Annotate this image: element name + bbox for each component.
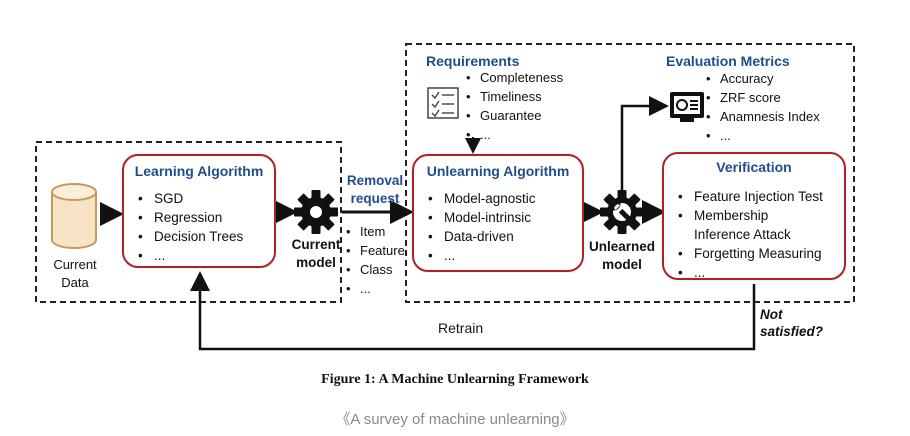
unlearning-algorithm-item: Data-driven: [426, 227, 582, 246]
left-dashed-region: [35, 141, 342, 303]
evaluation-metrics-item: ...: [706, 126, 820, 145]
unlearning-algorithm-list: Model-agnostic Model-intrinsic Data-driv…: [426, 189, 582, 265]
current-data-label: Current Data: [44, 256, 106, 292]
gear-wrench-icon: [600, 190, 644, 234]
right-dashed-region: [405, 43, 855, 303]
unlearned-model-line2: model: [602, 257, 642, 272]
unlearned-model-label: Unlearned model: [584, 238, 660, 274]
to-metrics-arrow: [620, 96, 669, 192]
unlearning-algorithm-item: ...: [426, 246, 582, 265]
removal-request-line2: request: [350, 191, 400, 206]
learning-algorithm-list: SGD Regression Decision Trees ...: [136, 189, 274, 265]
learning-algorithm-item: Decision Trees: [136, 227, 274, 246]
checklist-icon: [427, 87, 459, 119]
unlearning-algorithm-item: Model-intrinsic: [426, 208, 582, 227]
verification-list: Feature Injection Test Membership Infere…: [676, 187, 844, 282]
current-data-line2: Data: [61, 275, 89, 290]
learning-algorithm-box: Learning Algorithm SGD Regression Decisi…: [122, 154, 276, 268]
learning-algorithm-title: Learning Algorithm: [134, 163, 264, 179]
verification-title: Verification: [716, 159, 792, 175]
current-model-line2: model: [296, 255, 336, 270]
evaluation-metrics-title: Evaluation Metrics: [666, 53, 790, 69]
removal-request-label: Removal request: [344, 172, 406, 208]
retrain-label: Retrain: [438, 320, 484, 336]
unlearning-algorithm-item: Model-agnostic: [426, 189, 582, 208]
removal-request-line1: Removal: [346, 173, 404, 188]
removal-request-item: Item: [346, 222, 405, 241]
verification-item: Membership Inference Attack: [676, 206, 844, 244]
removal-request-item: Class: [346, 260, 405, 279]
evaluation-metrics-item: Accuracy: [706, 69, 820, 88]
evaluation-metrics-item: Anamnesis Index: [706, 107, 820, 126]
unlearned-model-line1: Unlearned: [588, 239, 656, 254]
metrics-dashboard-icon: [670, 92, 704, 122]
learning-algorithm-item: SGD: [136, 189, 274, 208]
figure-caption: Figure 1: A Machine Unlearning Framework: [321, 372, 589, 387]
learning-algorithm-item: ...: [136, 246, 274, 265]
evaluation-metrics-list: Accuracy ZRF score Anamnesis Index ...: [706, 69, 820, 145]
retrain-arrow: [190, 271, 756, 351]
not-satisfied-line1: Not: [760, 307, 783, 322]
verification-item: Feature Injection Test: [676, 187, 844, 206]
source-caption: 《A survey of machine unlearning》: [335, 411, 575, 428]
verification-item: ...: [676, 263, 844, 282]
unlearning-algorithm-box: Unlearning Algorithm Model-agnostic Mode…: [412, 154, 584, 272]
requirements-list: Completeness Timeliness Guarantee ...: [466, 68, 563, 144]
current-model-line1: Current: [291, 237, 341, 252]
not-satisfied-line2: satisfied?: [760, 324, 824, 339]
requirements-item: Timeliness: [466, 87, 563, 106]
requirements-title: Requirements: [426, 53, 520, 69]
unlearning-algorithm-title: Unlearning Algorithm: [426, 163, 570, 179]
not-satisfied-label: Not satisfied?: [760, 306, 823, 340]
requirements-item: Guarantee: [466, 106, 563, 125]
database-icon: [51, 183, 97, 249]
verification-box: Verification Feature Injection Test Memb…: [662, 152, 846, 282]
requirements-item: ...: [466, 125, 563, 144]
requirements-item: Completeness: [466, 68, 563, 87]
verification-item: Forgetting Measuring: [676, 244, 844, 263]
gear-icon: [294, 190, 338, 234]
current-data-line1: Current: [53, 257, 97, 272]
removal-request-item: ...: [346, 279, 405, 298]
learning-algorithm-item: Regression: [136, 208, 274, 227]
removal-request-list: Item Feature Class ...: [346, 222, 405, 298]
removal-request-item: Feature: [346, 241, 405, 260]
evaluation-metrics-item: ZRF score: [706, 88, 820, 107]
current-model-label: Current model: [286, 236, 346, 272]
